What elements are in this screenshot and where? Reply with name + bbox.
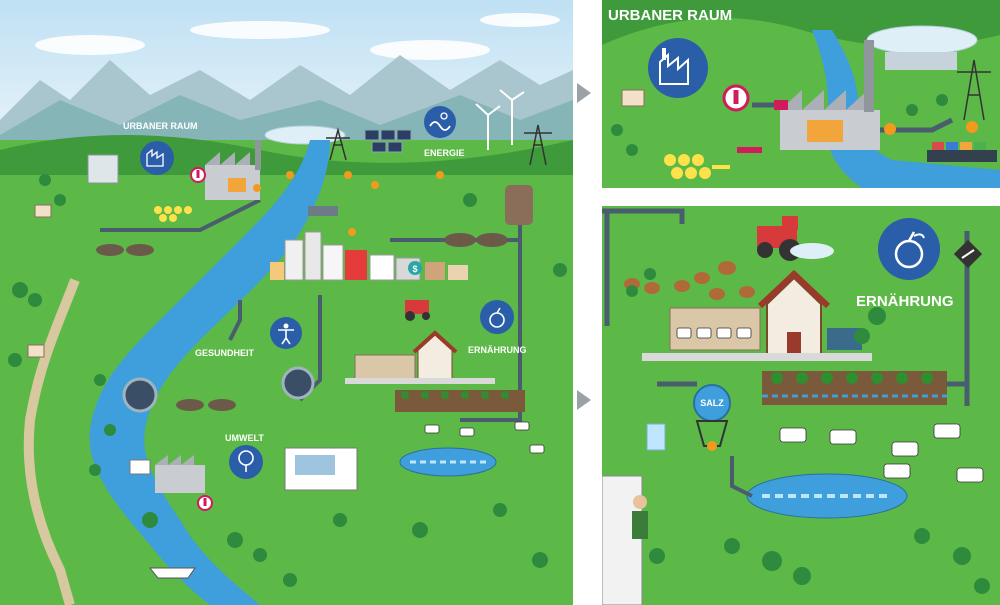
rain-cloud: [790, 243, 834, 259]
urban-zoom-panel: URBANER RAUM: [602, 0, 1000, 188]
label-energie: ENERGIE: [424, 148, 465, 158]
lightning-icon: [253, 171, 444, 236]
lightning-icon: [884, 123, 896, 135]
main-map-panel: $: [0, 0, 573, 605]
dam: [885, 52, 957, 70]
meeting-map: [295, 455, 335, 475]
tree-icon: [229, 445, 263, 479]
trees: [626, 268, 990, 594]
solar-panels: [364, 129, 412, 153]
wind-turbines: [475, 89, 525, 150]
farmer-person: [632, 495, 648, 539]
power-pylons: [326, 124, 552, 166]
urban-zoom-title: URBANER RAUM: [608, 7, 732, 24]
clouds: [35, 13, 560, 60]
filter-icon: [953, 239, 983, 269]
river: [89, 140, 330, 605]
food-zoom-panel: SALZ ERNÄHRUNG: [602, 206, 1000, 605]
element-dots: [154, 206, 192, 222]
label-gesundheit: GESUNDHEIT: [195, 348, 255, 358]
house: [621, 89, 645, 107]
trees: [8, 174, 567, 587]
salt-tank: [693, 384, 731, 451]
crop-field: [395, 390, 525, 412]
salt-label: SALZ: [700, 398, 724, 408]
apple-icon: [480, 300, 514, 334]
barge: [308, 206, 338, 216]
pond-pipe: [730, 456, 753, 498]
water-tank: [827, 328, 862, 350]
lab-sample-circle: [122, 377, 158, 413]
trees: [611, 94, 948, 156]
factory-icon: [140, 141, 174, 175]
grass: [602, 206, 1000, 605]
microscope-circle: [281, 366, 315, 400]
farm-platform: [642, 353, 872, 361]
pipe-network: [100, 190, 522, 422]
main-map-illustration: $: [0, 0, 573, 605]
cows: [779, 423, 984, 483]
food-zoom-title: ERNÄHRUNG: [856, 293, 954, 310]
dirt-path: [23, 278, 80, 605]
treatment-tanks: [96, 185, 533, 411]
umwelt-factory: [129, 455, 205, 493]
element-dots: [664, 154, 711, 179]
thermometer-icon: [190, 167, 206, 183]
health-person-icon: [270, 317, 302, 349]
chickens: [624, 261, 755, 300]
farm: [345, 300, 495, 384]
factory: [205, 140, 261, 200]
label-urbaner-raum: URBANER RAUM: [123, 121, 198, 131]
farmhouse: [757, 269, 831, 355]
crop-field: [762, 371, 947, 405]
apple-icon: [878, 218, 940, 280]
houses: [27, 154, 119, 358]
label-ernaehrung: ERNÄHRUNG: [468, 345, 527, 355]
wave-icon: [424, 106, 456, 138]
shop-sign-bg: [408, 261, 422, 275]
dam-reservoir: [866, 25, 978, 55]
cargo-ship: [927, 142, 997, 162]
boat: [148, 567, 196, 579]
shop-sign: $: [412, 264, 417, 274]
thermometer-icon: [197, 495, 213, 511]
irrigation-pond: [399, 447, 497, 477]
cow-barn: [669, 307, 761, 351]
reservoir: [264, 125, 346, 145]
factory-icon: [648, 38, 708, 98]
urban-zoom-illustration: URBANER RAUM: [602, 0, 1000, 188]
food-zoom-illustration: SALZ ERNÄHRUNG: [602, 206, 1000, 605]
meeting-room: [602, 475, 643, 605]
label-umwelt: UMWELT: [225, 433, 264, 443]
factory: [780, 40, 880, 150]
cows: [424, 421, 545, 454]
water-glass: [646, 423, 666, 451]
arrow-to-food-zoom: [577, 390, 591, 410]
lightning-icon: [966, 121, 978, 133]
alert-valve: [774, 100, 788, 110]
arrow-to-urban-zoom: [577, 83, 591, 103]
thermometer-icon: [722, 84, 750, 112]
power-pylon: [957, 59, 991, 121]
